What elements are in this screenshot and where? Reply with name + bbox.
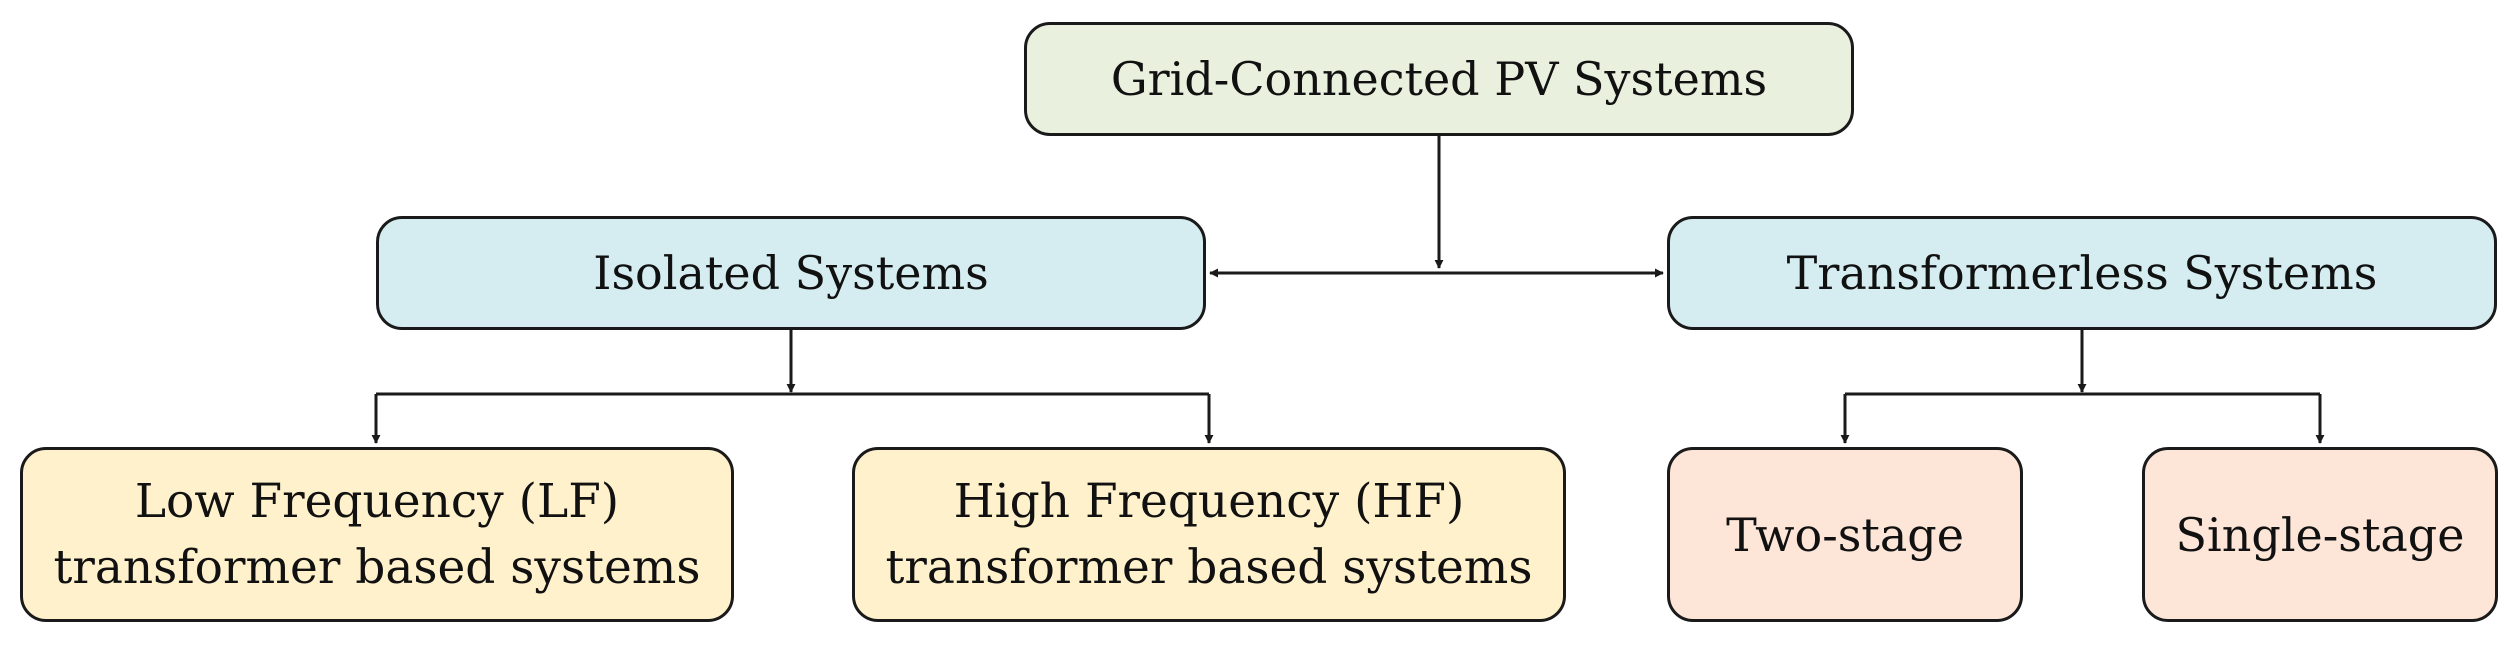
grid-connected-pv-systems-label: Grid-Connected PV Systems — [1110, 52, 1768, 106]
low-frequency-label-line-1: Low Frequency (LF) — [134, 473, 620, 529]
transformerless-systems-label: Transformerless Systems — [1786, 246, 2378, 300]
high-frequency-node: High Frequency (HF) transformer based sy… — [852, 447, 1566, 622]
low-frequency-label: Low Frequency (LF) transformer based sys… — [54, 469, 701, 601]
low-frequency-node: Low Frequency (LF) transformer based sys… — [20, 447, 734, 622]
single-stage-node: Single-stage — [2142, 447, 2498, 622]
transformerless-systems-node: Transformerless Systems — [1667, 216, 2497, 330]
high-frequency-label-line-2: transformer based systems — [885, 539, 1533, 595]
single-stage-label: Single-stage — [2175, 507, 2465, 562]
high-frequency-label: High Frequency (HF) transformer based sy… — [886, 469, 1533, 601]
high-frequency-label-line-1: High Frequency (HF) — [953, 473, 1465, 529]
isolated-systems-node: Isolated Systems — [376, 216, 1206, 330]
isolated-systems-label: Isolated Systems — [593, 246, 989, 300]
grid-connected-pv-systems-node: Grid-Connected PV Systems — [1024, 22, 1854, 136]
two-stage-label: Two-stage — [1726, 507, 1964, 562]
two-stage-node: Two-stage — [1667, 447, 2023, 622]
low-frequency-label-line-2: transformer based systems — [53, 539, 701, 595]
